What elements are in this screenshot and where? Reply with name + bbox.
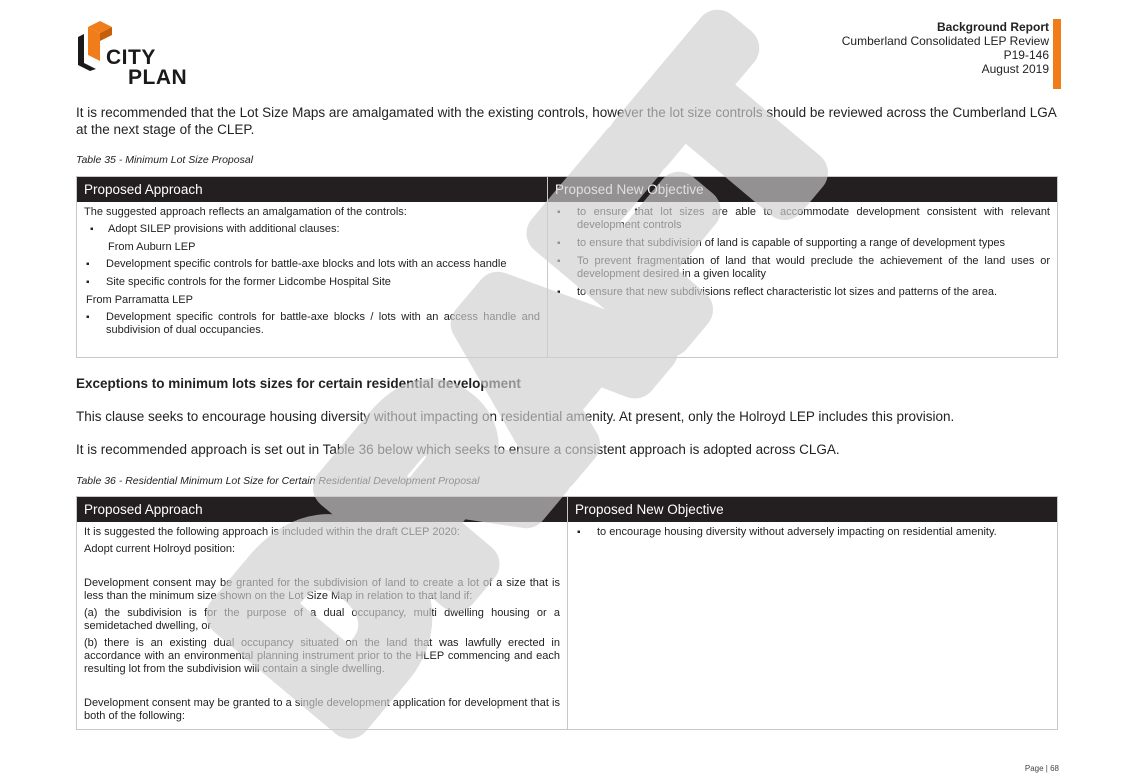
table-35-body-row: The suggested approach reflects an amalg… (77, 202, 1057, 357)
t35-intro: The suggested approach reflects an amalg… (84, 206, 407, 218)
table-36-caption: Table 36 - Residential Minimum Lot Size … (76, 475, 480, 487)
t35-from-parramatta: From Parramatta LEP (86, 294, 193, 306)
report-meta: Background Report Cumberland Consolidate… (842, 20, 1049, 76)
t36-p2: Adopt current Holroyd position: (84, 543, 236, 555)
table-36-objective-cell: to encourage housing diversity without a… (567, 522, 1057, 729)
city-plan-logo: CITY PLAN (78, 21, 200, 89)
intro-paragraph: It is recommended that the Lot Size Maps… (76, 105, 1057, 137)
t36-p1: It is suggested the following approach i… (84, 526, 460, 538)
t36-p5: (b) there is an existing dual occupancy … (84, 637, 560, 675)
t35-bullet-battleaxe: Development specific controls for battle… (84, 258, 540, 271)
table-35-approach-cell: The suggested approach reflects an amalg… (77, 202, 547, 357)
logo-word-city: CITY (106, 46, 156, 69)
report-title: Background Report (936, 20, 1049, 34)
t35-bullet-lidcombe: Site specific controls for the former Li… (84, 276, 540, 289)
table-35-objective-cell: to ensure that lot sizes are able to acc… (547, 202, 1057, 357)
table-36-header-row: Proposed Approach Proposed New Objective (77, 497, 1057, 522)
t35-objective-4: to ensure that new subdivisions reflect … (555, 286, 1050, 299)
table-36-approach-cell: It is suggested the following approach i… (77, 522, 567, 729)
recommended-paragraph: It is recommended approach is set out in… (76, 442, 840, 457)
t35-from-auburn: From Auburn LEP (108, 241, 196, 253)
page-number: Page | 68 (1024, 764, 1059, 773)
table-36-header-objective: Proposed New Objective (567, 497, 1057, 522)
logo-mark-icon (78, 21, 112, 71)
table-36-header-approach: Proposed Approach (84, 502, 203, 517)
t35-objective-2: to ensure that subdivision of land is ca… (555, 237, 1050, 250)
table-36-body-row: It is suggested the following approach i… (77, 522, 1057, 729)
header-accent-bar (1053, 19, 1061, 89)
exceptions-heading: Exceptions to minimum lots sizes for cer… (76, 376, 521, 391)
t36-objective-1: to encourage housing diversity without a… (575, 526, 1050, 539)
table-35-header-row: Proposed Approach Proposed New Objective (77, 177, 1057, 202)
table-35-caption: Table 35 - Minimum Lot Size Proposal (76, 154, 254, 166)
t35-bullet-parramatta: Development specific controls for battle… (84, 311, 540, 337)
report-code: P19-146 (1003, 48, 1049, 62)
t36-p6: Development consent may be granted to a … (84, 697, 560, 722)
table-35-header-objective: Proposed New Objective (547, 177, 1057, 202)
t35-objective-1: to ensure that lot sizes are able to acc… (555, 206, 1050, 232)
table-36: Proposed Approach Proposed New Objective… (76, 496, 1058, 730)
t35-bullet-silep: Adopt SILEP provisions with additional c… (84, 223, 540, 236)
t36-p4: (a) the subdivision is for the purpose o… (84, 607, 560, 632)
table-35: Proposed Approach Proposed New Objective… (76, 176, 1058, 358)
logo-word-plan: PLAN (128, 66, 188, 89)
table-35-header-approach: Proposed Approach (84, 182, 203, 197)
t36-p3: Development consent may be granted for t… (84, 577, 560, 602)
exceptions-paragraph: This clause seeks to encourage housing d… (76, 409, 955, 424)
report-subtitle: Cumberland Consolidated LEP Review (841, 34, 1049, 48)
t35-objective-3: To prevent fragmentation of land that wo… (555, 255, 1050, 281)
report-date: August 2019 (981, 62, 1049, 76)
